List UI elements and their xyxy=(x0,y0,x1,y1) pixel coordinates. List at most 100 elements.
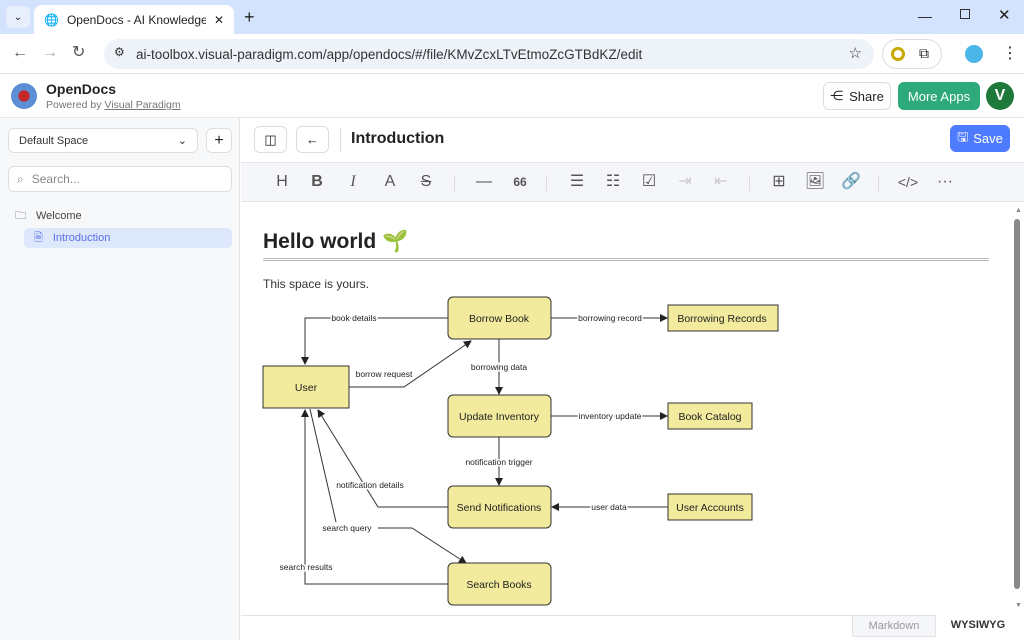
editor: ◫ ← Introduction 🖫Save xyxy=(241,118,1024,640)
globe-icon: 🌐 xyxy=(44,12,59,27)
markdown-tab[interactable]: Markdown xyxy=(852,615,936,637)
space-selector[interactable]: Default Space ⌄ xyxy=(8,128,198,153)
quote-button[interactable]: 66 xyxy=(513,175,527,189)
node-label: Send Notifications xyxy=(457,502,542,514)
node-label: Book Catalog xyxy=(678,411,741,423)
content-paragraph: This space is yours. xyxy=(263,277,370,291)
tab-title: OpenDocs - AI Knowledge Base xyxy=(66,12,206,27)
visual-paradigm-link[interactable]: Visual Paradigm xyxy=(104,99,181,111)
text-color-button[interactable]: A xyxy=(384,173,396,190)
new-tab-button[interactable]: + xyxy=(244,7,255,27)
share-label: Share xyxy=(849,88,884,104)
ordered-list-icon[interactable]: ☷ xyxy=(605,173,621,190)
edge-search-query xyxy=(309,408,337,523)
share-button[interactable]: ⋲ Share xyxy=(823,82,891,110)
search-placeholder: Search... xyxy=(31,172,80,186)
browser-tab-bar: ⌄ 🌐 OpenDocs - AI Knowledge Base ✕ + — ✕ xyxy=(0,0,1024,34)
folder-icon: 🗀 xyxy=(15,210,26,222)
wysiwyg-tab[interactable]: WYSIWYG xyxy=(936,615,1020,637)
scroll-down-icon[interactable]: ▼ xyxy=(1015,602,1022,609)
edge-label: borrowing record xyxy=(578,313,642,323)
search-icon: ⌕ xyxy=(17,171,24,186)
edge-label: notification trigger xyxy=(465,457,532,467)
chevron-down-icon: ⌄ xyxy=(177,135,187,147)
bookmark-star-icon[interactable]: ☆ xyxy=(848,45,862,62)
edge-label: search query xyxy=(322,523,372,533)
more-apps-button[interactable]: More Apps xyxy=(898,82,980,110)
puzzle-icon[interactable]: ⧉ xyxy=(919,45,929,61)
user-avatar[interactable]: V xyxy=(986,82,1014,110)
tab-list-button[interactable]: ⌄ xyxy=(6,6,30,28)
scroll-up-icon[interactable]: ▲ xyxy=(1015,207,1022,214)
code-button[interactable]: </> xyxy=(897,174,919,190)
table-icon[interactable]: ⊞ xyxy=(772,173,786,190)
reload-icon[interactable]: ↻ xyxy=(72,44,86,61)
strikethrough-button[interactable]: S xyxy=(420,173,432,190)
save-button[interactable]: 🖫Save xyxy=(950,125,1010,152)
powered-by: Powered by Visual Paradigm xyxy=(46,99,181,112)
divider xyxy=(340,128,341,152)
task-list-icon[interactable]: ☑ xyxy=(641,173,657,190)
bullet-list-icon[interactable]: ☰ xyxy=(569,173,585,190)
node-send-notifications xyxy=(447,485,552,529)
search-input[interactable]: ⌕ Search... xyxy=(8,166,232,192)
save-icon: 🖫 xyxy=(957,128,969,144)
minimize-button[interactable]: — xyxy=(918,8,932,24)
back-button[interactable]: ← xyxy=(296,126,329,153)
horizontal-rule-button[interactable]: — xyxy=(476,173,492,190)
edge-label: inventory update xyxy=(579,411,642,421)
back-icon[interactable]: ← xyxy=(12,44,28,61)
scrollbar-thumb[interactable] xyxy=(1014,219,1020,589)
powered-prefix: Powered by xyxy=(46,99,105,111)
heading-rule xyxy=(263,258,989,261)
outdent-icon[interactable]: ⇤ xyxy=(714,173,728,190)
indent-icon[interactable]: ⇥ xyxy=(678,173,692,190)
site-settings-icon[interactable]: ⚙ xyxy=(114,45,125,59)
close-window-button[interactable]: ✕ xyxy=(998,7,1011,24)
more-button[interactable]: ··· xyxy=(937,173,953,190)
format-toolbar: H B I A S — 66 ☰ ☷ ☑ ⇥ ⇤ ⊞ 🖼 🔗 </> ··· xyxy=(241,162,1024,202)
edge-label: notification details xyxy=(336,480,404,490)
maximize-button[interactable] xyxy=(960,9,970,19)
space-name: Default Space xyxy=(19,134,89,147)
store-user-accounts xyxy=(667,493,753,521)
bold-button[interactable]: B xyxy=(311,173,323,190)
tree-item-introduction[interactable]: 🗎Introduction xyxy=(24,228,232,248)
node-label: Search Books xyxy=(466,579,531,591)
heading-button[interactable]: H xyxy=(276,173,288,190)
browser-tab[interactable]: 🌐 OpenDocs - AI Knowledge Base ✕ xyxy=(34,5,234,34)
add-button[interactable]: + xyxy=(206,128,232,153)
forward-icon[interactable]: → xyxy=(42,44,58,61)
node-label: Update Inventory xyxy=(459,411,540,423)
tree-label: Welcome xyxy=(36,210,82,222)
edge-book-details xyxy=(301,317,448,365)
italic-button[interactable]: I xyxy=(350,173,356,190)
menu-icon[interactable]: ⋮ xyxy=(1002,45,1018,62)
link-icon[interactable]: 🔗 xyxy=(841,173,861,190)
data-flow-diagram: User Borrow Book Update Inventory Send N… xyxy=(262,296,779,606)
edge-search-results xyxy=(301,409,448,585)
document-icon: 🗎 xyxy=(34,232,43,244)
url-field[interactable]: ⚙ ai-toolbox.visual-paradigm.com/app/ope… xyxy=(104,39,874,69)
image-icon[interactable]: 🖼 xyxy=(804,173,826,190)
app-name: OpenDocs xyxy=(46,81,117,97)
edge-borrow-request xyxy=(349,340,472,388)
node-label: Borrow Book xyxy=(469,313,530,325)
edge-label: book details xyxy=(331,313,376,323)
node-user xyxy=(262,365,350,409)
edge-notification-details xyxy=(317,409,448,508)
close-tab-icon[interactable]: ✕ xyxy=(213,12,224,27)
profile-icon[interactable] xyxy=(965,45,983,63)
node-search-books xyxy=(447,562,552,606)
opendocs-logo xyxy=(11,83,37,109)
scrollbar[interactable]: ▲ ▼ xyxy=(1012,207,1022,612)
node-borrow-book xyxy=(447,296,552,340)
edge-label: user data xyxy=(591,502,627,512)
share-icon: ⋲ xyxy=(830,88,844,103)
toggle-sidebar-button[interactable]: ◫ xyxy=(254,126,287,153)
tree-item-welcome[interactable]: 🗀 Welcome xyxy=(15,208,82,224)
app-header: OpenDocs Powered by Visual Paradigm ⋲ Sha… xyxy=(0,74,1024,118)
extension-icon[interactable] xyxy=(891,47,905,61)
edge-search-query-2 xyxy=(378,527,467,564)
node-update-inventory xyxy=(447,394,552,438)
